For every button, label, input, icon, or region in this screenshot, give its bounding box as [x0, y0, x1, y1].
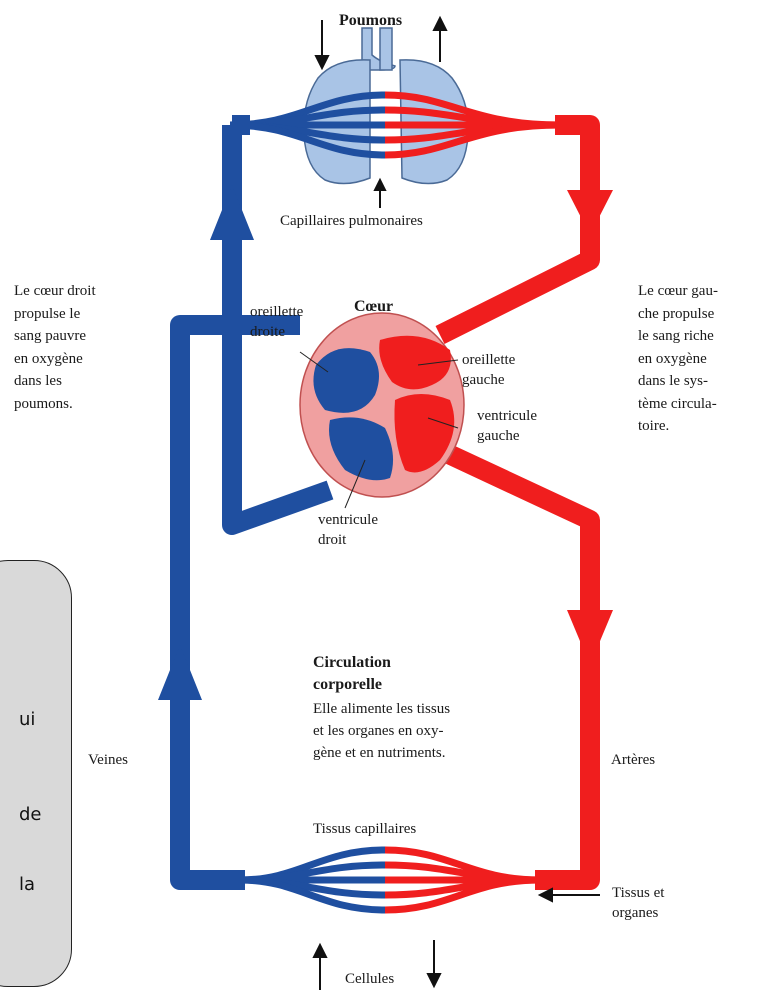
- heart-label: Cœur: [354, 298, 394, 315]
- heart-illustration: [299, 312, 465, 498]
- leader-lines: [299, 351, 459, 509]
- tissue-capillaries-label: Tissus capillaires: [313, 821, 417, 837]
- overlay-callout-box: ui de la: [0, 560, 72, 987]
- pulmonary-capillaries-label: Capillaires pulmonaires: [280, 213, 423, 229]
- pulmonary-vessels: [229, 91, 561, 159]
- arterial-vessels: [435, 115, 600, 890]
- callout-text-3: la: [19, 874, 36, 895]
- left-heart-description: Le cœur gau- che propulse le sang riche …: [638, 283, 718, 434]
- tissue-capillary-vessels: [239, 846, 541, 914]
- right-ventricle-label: ventricule droit: [318, 512, 378, 548]
- artery-arrow-upper: [567, 190, 613, 235]
- artery-arrow-lower: [567, 610, 613, 665]
- venous-vessels: [170, 115, 334, 890]
- pointer-arrows: [312, 15, 600, 990]
- left-ventricle-label: ventricule gauche: [477, 408, 537, 444]
- cells-label: Cellules: [345, 971, 395, 987]
- right-heart-description: Le cœur droit propulse le sang pauvre en…: [14, 283, 96, 412]
- veins-label: Veines: [88, 752, 128, 768]
- circulation-description: Elle alimente les tissus et les organes …: [313, 701, 451, 761]
- callout-text-1: ui: [19, 709, 36, 730]
- lungs-label: Poumons: [339, 12, 403, 29]
- vein-arrow-upper: [210, 185, 254, 240]
- tissues-organs-label: Tissus et organes: [612, 885, 665, 921]
- callout-text-2: de: [19, 804, 42, 825]
- circulation-title: Circulation corporelle: [313, 654, 391, 693]
- left-atrium-label: oreillette gauche: [462, 352, 516, 388]
- right-atrium-label: oreillette droite: [250, 304, 304, 340]
- vein-arrow-lower: [158, 645, 202, 700]
- arteries-label: Artères: [611, 752, 656, 768]
